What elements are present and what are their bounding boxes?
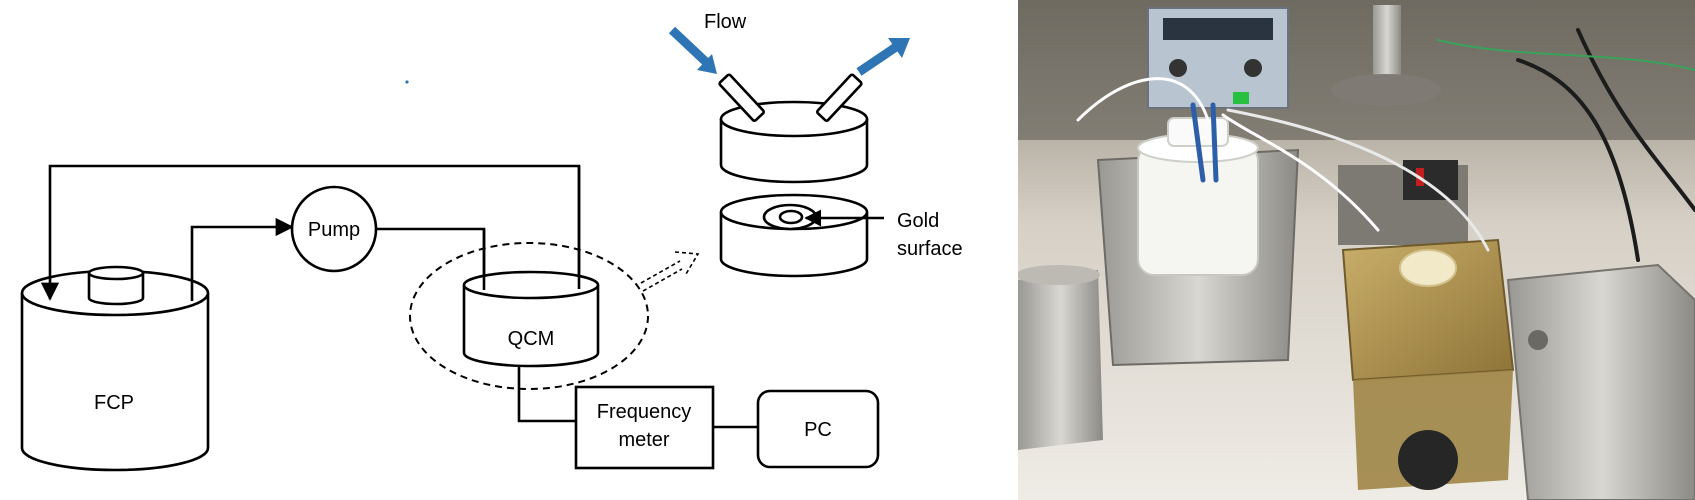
flow-in-arrow [668,26,717,74]
pc: PC [756,389,880,469]
pump-label: Pump [308,219,360,241]
fcp-tank: FCP [20,265,210,472]
fcp-label: FCP [94,392,134,414]
photo-stirrer [1331,5,1441,106]
frequency-meter-label-2: meter [618,429,669,451]
lab-setup-photo [1018,0,1695,500]
flow-cell-top [718,73,869,184]
gold-surface [778,209,804,225]
inlet-tube [718,73,766,122]
stray-dot [405,80,409,84]
outlet-tube [815,73,863,122]
pump: Pump [290,185,378,273]
frequency-meter-label-1: Frequency [597,401,692,423]
flow-system-diagram: FCP Pump QCM Frequency meter [20,11,963,472]
photo-lab-jack [1341,238,1515,490]
fcp-to-pump-line [190,217,294,301]
photo-pump-unit [1338,160,1468,245]
photo-silver-box [1506,263,1695,500]
qcm-label: QCM [508,328,555,350]
frequency-meter: Frequency meter [574,385,715,470]
photo-control-unit [1147,7,1289,109]
zoom-arrow [640,251,700,292]
fcp-lid [87,265,145,306]
photo-wall [1018,0,1695,140]
pc-label: PC [804,419,832,441]
qcm-cell: QCM [462,270,600,368]
photo-metal-cup [1018,265,1103,450]
flow-out-arrow [856,38,910,76]
gold-label-1: Gold [897,210,939,232]
flow-cell-base: Gold surface [719,193,963,278]
qcm-to-meter-line [517,366,576,423]
photo-cables [1076,28,1695,262]
gold-label-2: surface [897,238,963,260]
flow-label: Flow [704,11,747,33]
zoom-ellipse [409,242,649,390]
